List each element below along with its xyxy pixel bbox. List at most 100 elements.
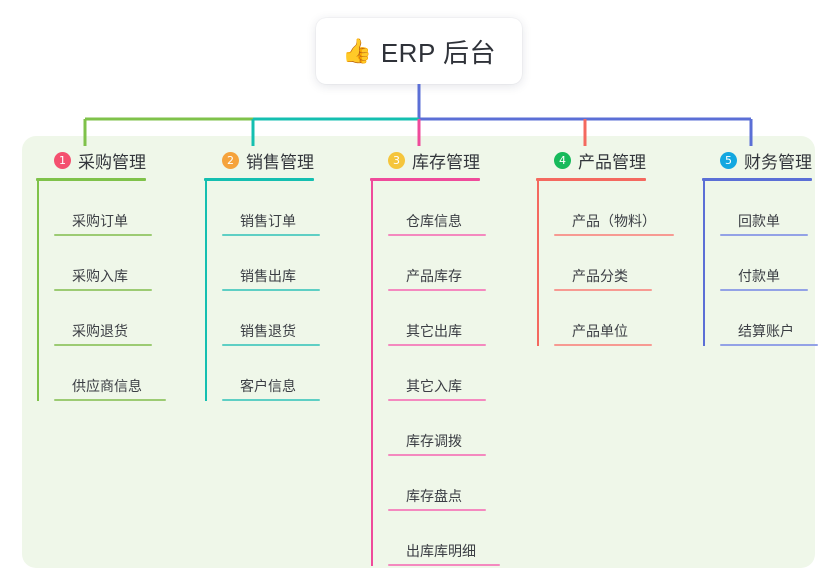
branch-items-1: 采购订单 采购入库 采购退货 供应商信息: [36, 181, 186, 401]
branch-rule-3: [370, 178, 480, 181]
branch-rule-5: [702, 178, 812, 181]
leaf-rule: [54, 344, 152, 346]
list-item[interactable]: 产品库存: [388, 236, 530, 291]
list-item[interactable]: 供应商信息: [54, 346, 186, 401]
leaf-label: 付款单: [738, 268, 780, 284]
list-item[interactable]: 回款单: [720, 181, 839, 236]
leaf-label: 仓库信息: [406, 213, 462, 229]
leaf-rule: [720, 289, 808, 291]
branch-title-3: 库存管理: [412, 152, 480, 172]
leaf-label: 销售订单: [240, 213, 296, 229]
branch-spine-4: [537, 181, 539, 346]
branch-spine-5: [703, 181, 705, 346]
list-item[interactable]: 销售出库: [222, 236, 354, 291]
branch-number-badge-1: 1: [54, 151, 71, 169]
leaf-rule: [388, 289, 486, 291]
leaf-label: 结算账户: [738, 323, 794, 339]
list-item[interactable]: 付款单: [720, 236, 839, 291]
branch-spine-1: [37, 181, 39, 401]
list-item[interactable]: 销售退货: [222, 291, 354, 346]
list-item[interactable]: 产品单位: [554, 291, 696, 346]
branch-number-badge-4: 4: [554, 151, 571, 169]
branch-header-5[interactable]: 5 财务管理: [702, 148, 839, 172]
list-item[interactable]: 产品分类: [554, 236, 696, 291]
branch-column-3: 3 库存管理 仓库信息 产品库存 其它出库 其它入库 库存调拨: [370, 148, 530, 566]
branch-title-1: 采购管理: [78, 152, 146, 172]
leaf-label: 采购入库: [72, 268, 128, 284]
branch-column-5: 5 财务管理 回款单 付款单 结算账户: [702, 148, 839, 346]
leaf-rule: [388, 399, 486, 401]
list-item[interactable]: 出库库明细: [388, 511, 530, 566]
branch-title-4: 产品管理: [578, 152, 646, 172]
branch-column-1: 1 采购管理 采购订单 采购入库 采购退货 供应商信息: [36, 148, 186, 401]
branch-header-4[interactable]: 4 产品管理: [536, 148, 696, 172]
list-item[interactable]: 仓库信息: [388, 181, 530, 236]
leaf-rule: [720, 234, 808, 236]
branch-column-2: 2 销售管理 销售订单 销售出库 销售退货 客户信息: [204, 148, 354, 401]
branch-spine-2: [205, 181, 207, 401]
list-item[interactable]: 库存盘点: [388, 456, 530, 511]
leaf-label: 采购订单: [72, 213, 128, 229]
list-item[interactable]: 销售订单: [222, 181, 354, 236]
list-item[interactable]: 库存调拨: [388, 401, 530, 456]
list-item[interactable]: 采购退货: [54, 291, 186, 346]
leaf-label: 产品单位: [572, 323, 628, 339]
leaf-rule: [54, 399, 166, 401]
branch-number-badge-5: 5: [720, 151, 737, 169]
leaf-label: 出库库明细: [406, 543, 476, 559]
root-node-label: ERP 后台: [380, 37, 497, 68]
leaf-label: 库存调拨: [406, 433, 462, 449]
leaf-rule: [554, 234, 674, 236]
branch-number-badge-2: 2: [222, 151, 239, 169]
leaf-label: 销售退货: [240, 323, 296, 339]
list-item[interactable]: 其它出库: [388, 291, 530, 346]
leaf-rule: [388, 344, 486, 346]
branch-title-5: 财务管理: [744, 152, 812, 172]
leaf-label: 其它出库: [406, 323, 462, 339]
leaf-rule: [222, 289, 320, 291]
branch-header-2[interactable]: 2 销售管理: [204, 148, 354, 172]
thumbs-up-icon: 👍: [341, 38, 372, 65]
list-item[interactable]: 产品（物料）: [554, 181, 696, 236]
list-item[interactable]: 结算账户: [720, 291, 839, 346]
leaf-label: 其它入库: [406, 378, 462, 394]
leaf-label: 采购退货: [72, 323, 128, 339]
root-node[interactable]: 👍 ERP 后台: [316, 18, 522, 84]
leaf-rule: [54, 289, 152, 291]
branch-header-1[interactable]: 1 采购管理: [36, 148, 186, 172]
leaf-label: 产品分类: [572, 268, 628, 284]
leaf-rule: [222, 344, 320, 346]
branch-title-2: 销售管理: [246, 152, 314, 172]
leaf-label: 库存盘点: [406, 488, 462, 504]
branch-rule-4: [536, 178, 646, 181]
leaf-rule: [388, 509, 486, 511]
leaf-rule: [388, 234, 486, 236]
leaf-label: 供应商信息: [72, 378, 142, 394]
branch-items-3: 仓库信息 产品库存 其它出库 其它入库 库存调拨 库存盘点: [370, 181, 530, 566]
branch-number-badge-3: 3: [388, 151, 405, 169]
leaf-rule: [54, 234, 152, 236]
leaf-label: 客户信息: [240, 378, 296, 394]
leaf-label: 产品库存: [406, 268, 462, 284]
leaf-rule: [388, 454, 486, 456]
branch-items-4: 产品（物料） 产品分类 产品单位: [536, 181, 696, 346]
leaf-rule: [554, 344, 652, 346]
leaf-rule: [222, 234, 320, 236]
branch-items-5: 回款单 付款单 结算账户: [702, 181, 839, 346]
leaf-rule: [388, 564, 500, 566]
list-item[interactable]: 采购订单: [54, 181, 186, 236]
leaf-rule: [554, 289, 652, 291]
list-item[interactable]: 其它入库: [388, 346, 530, 401]
branch-rule-1: [36, 178, 146, 181]
branch-items-2: 销售订单 销售出库 销售退货 客户信息: [204, 181, 354, 401]
leaf-label: 产品（物料）: [572, 213, 656, 229]
leaf-rule: [720, 344, 818, 346]
list-item[interactable]: 客户信息: [222, 346, 354, 401]
leaf-label: 销售出库: [240, 268, 296, 284]
list-item[interactable]: 采购入库: [54, 236, 186, 291]
branches-panel: [22, 136, 815, 568]
leaf-rule: [222, 399, 320, 401]
branch-rule-2: [204, 178, 314, 181]
branch-header-3[interactable]: 3 库存管理: [370, 148, 530, 172]
